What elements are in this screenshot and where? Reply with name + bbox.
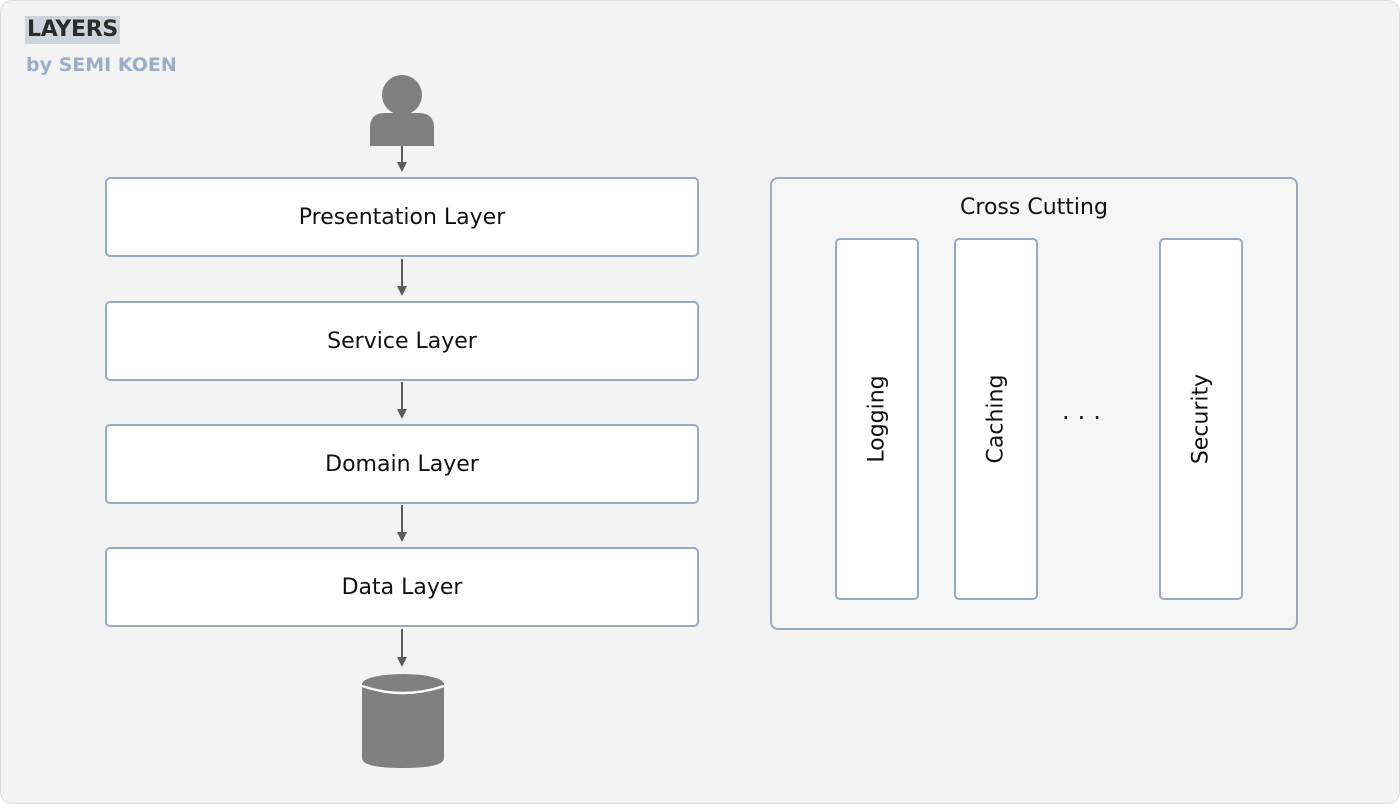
service-layer-box: Service Layer [105, 301, 699, 381]
page-title: LAYERS [25, 16, 120, 44]
security-label: Security [1188, 373, 1214, 465]
domain-layer-label: Domain Layer [325, 451, 479, 477]
logging-concern: Logging [835, 238, 919, 600]
page-subtitle: by SEMI KOEN [26, 54, 177, 76]
caching-concern: Caching [954, 238, 1038, 600]
logging-label: Logging [864, 375, 890, 463]
user-icon [370, 75, 434, 146]
database-icon [361, 674, 445, 768]
security-concern: Security [1159, 238, 1243, 600]
more-concerns-ellipsis: ... [1062, 397, 1109, 425]
data-layer-box: Data Layer [105, 547, 699, 627]
domain-layer-box: Domain Layer [105, 424, 699, 504]
presentation-layer-label: Presentation Layer [298, 204, 506, 230]
data-layer-label: Data Layer [341, 574, 463, 600]
service-layer-label: Service Layer [327, 328, 477, 354]
caching-label: Caching [983, 374, 1009, 464]
cross-cutting-title: Cross Cutting [960, 195, 1108, 220]
presentation-layer-box: Presentation Layer [105, 177, 699, 257]
cross-cutting-container: Cross Cutting Logging Caching ... Securi… [770, 177, 1298, 630]
